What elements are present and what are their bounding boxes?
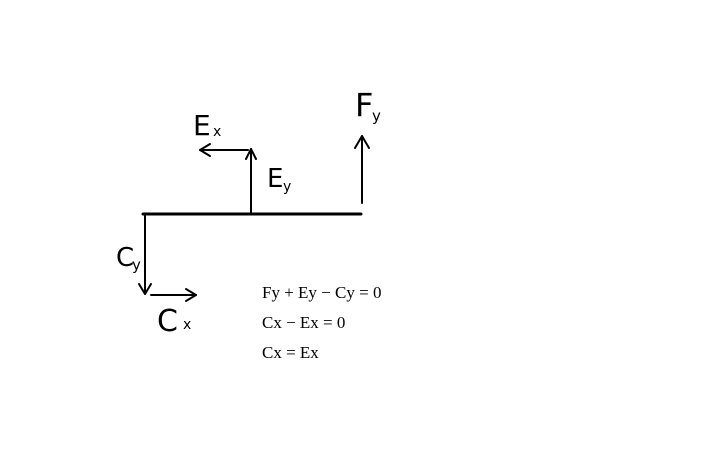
force-ex-arrow (199, 143, 249, 157)
svg-text:x: x (213, 124, 221, 140)
force-fy-arrow (354, 135, 370, 204)
svg-text:y: y (132, 256, 141, 274)
label-fy: F y (355, 86, 381, 125)
equation-1: Fy + Ey − Cy = 0 (262, 283, 381, 302)
equation-3: Cx = Ex (262, 343, 319, 362)
svg-text:y: y (283, 179, 291, 195)
label-cy: C y (116, 243, 141, 274)
equation-2: Cx − Ex = 0 (262, 313, 345, 332)
equations: Fy + Ey − Cy = 0 Cx − Ex = 0 Cx = Ex (262, 283, 381, 362)
force-cx-arrow (150, 288, 197, 302)
svg-text:F: F (355, 86, 373, 124)
label-ex: E x (193, 109, 221, 142)
svg-text:C: C (116, 243, 134, 273)
label-cx: C x (157, 304, 191, 339)
svg-text:y: y (372, 107, 381, 125)
svg-text:E: E (267, 164, 283, 194)
force-ey-arrow (245, 148, 257, 214)
label-ey: E y (267, 164, 291, 195)
svg-text:E: E (193, 109, 211, 142)
force-cy-arrow (138, 215, 152, 295)
svg-text:C: C (157, 304, 178, 339)
svg-text:x: x (183, 317, 191, 333)
